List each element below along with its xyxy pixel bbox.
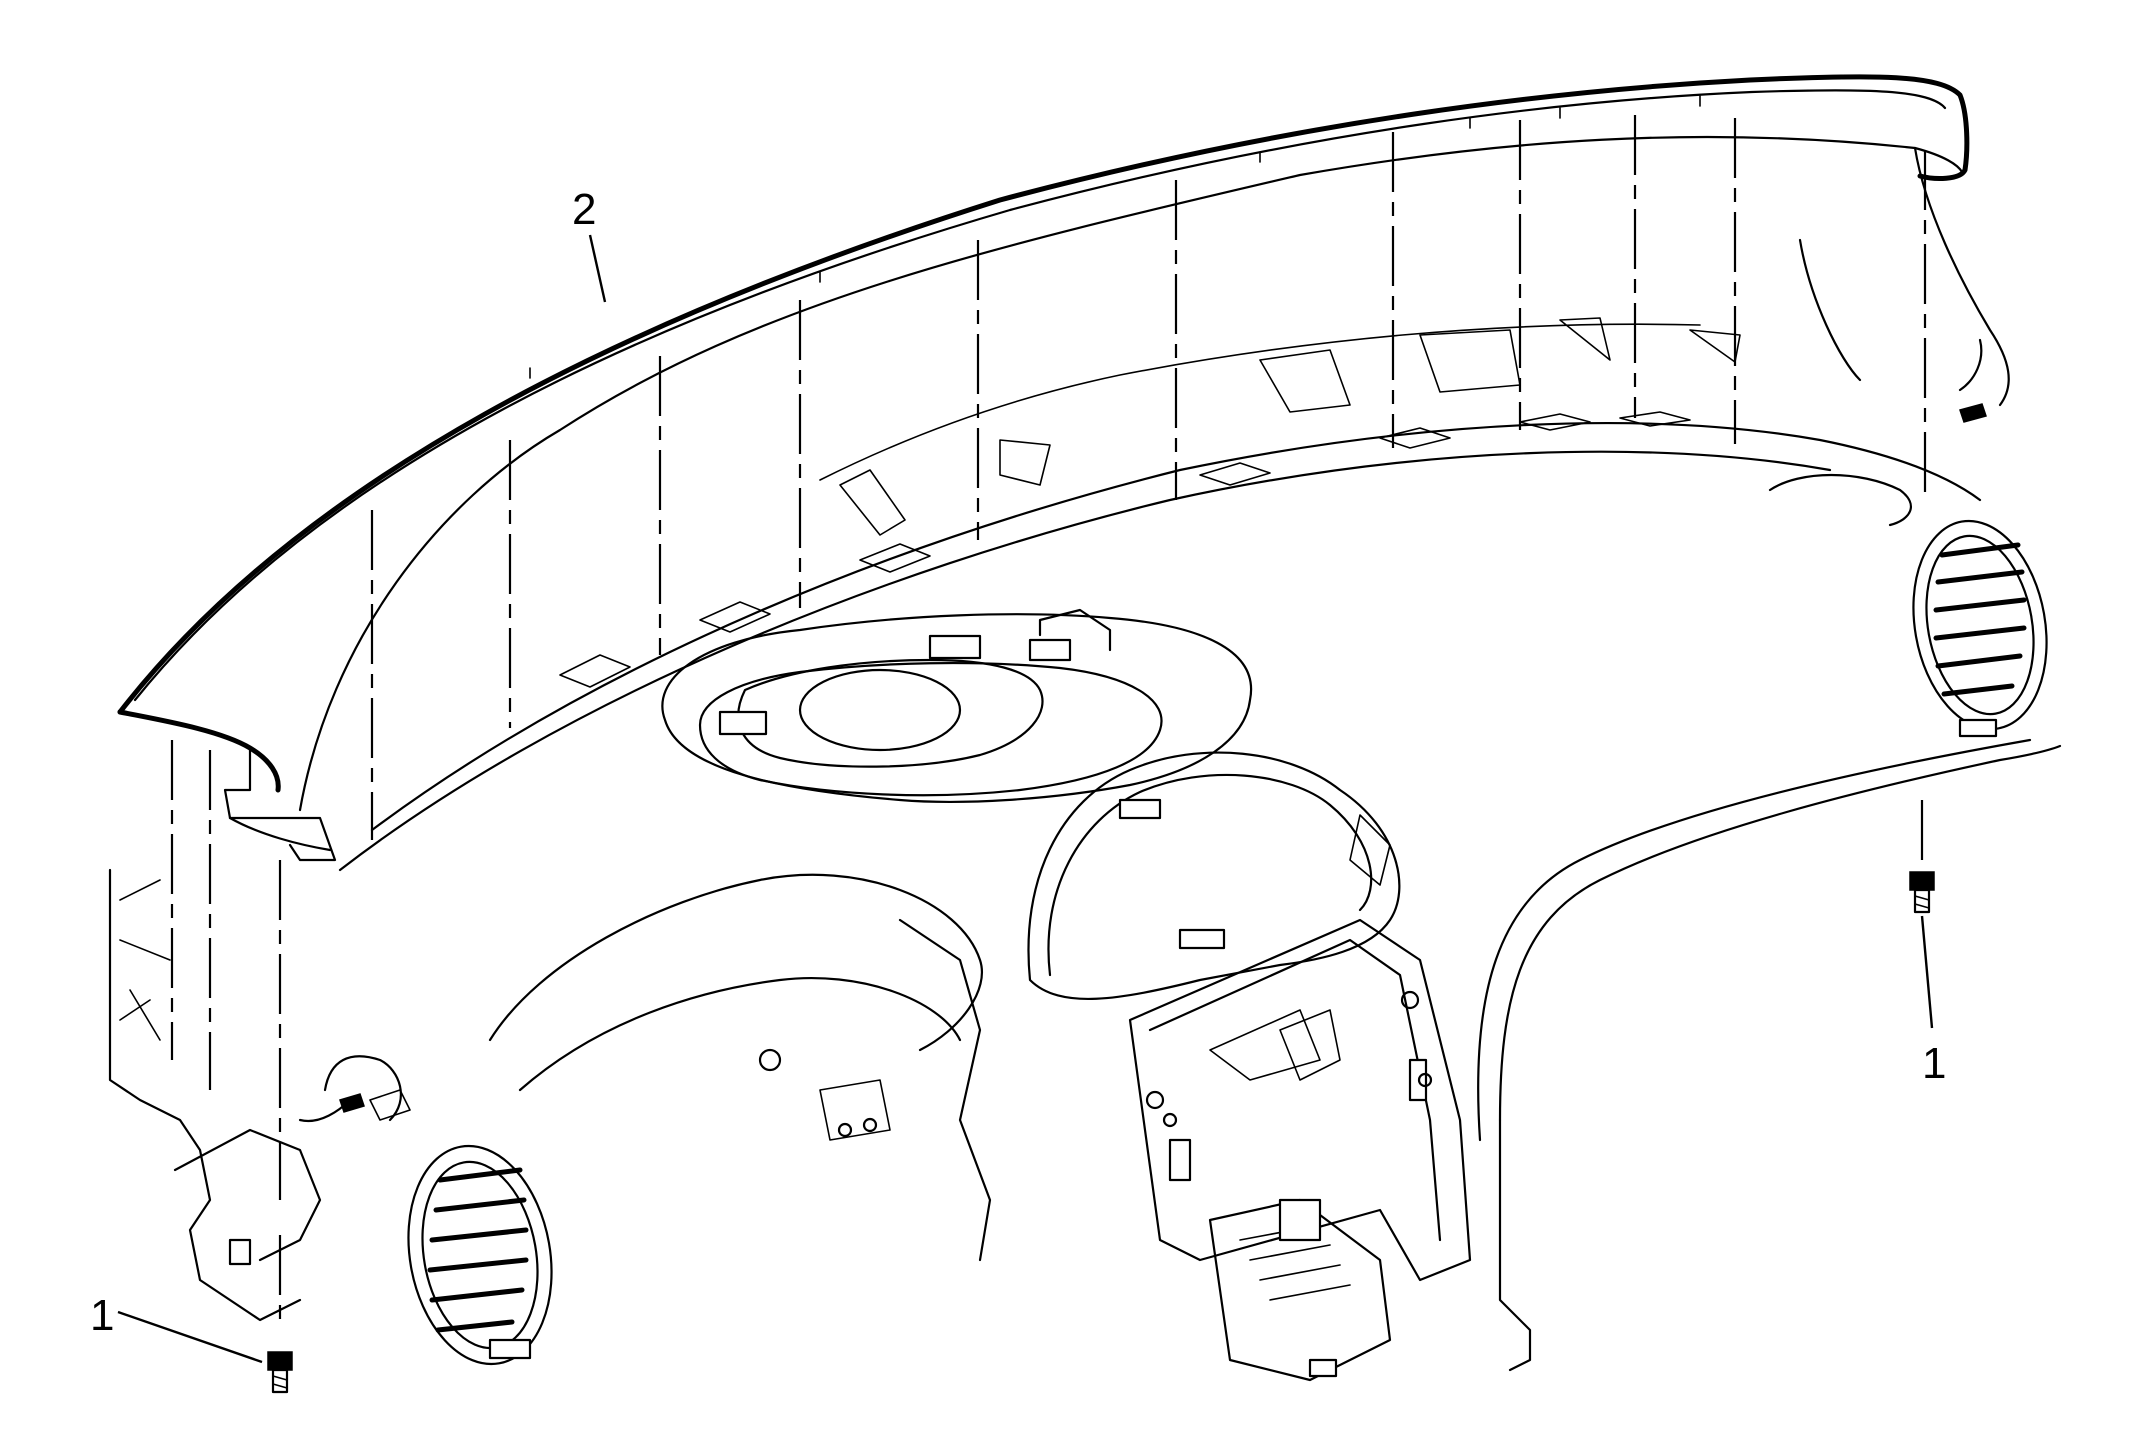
callout-leaders xyxy=(117,234,1934,1364)
instrument-panel-body xyxy=(108,238,2062,1382)
alignment-lines xyxy=(170,115,1927,1320)
fastener-left xyxy=(267,1351,293,1394)
upper-trim-pad xyxy=(117,74,2010,862)
callout-2-upper-trim-pad: 2 xyxy=(572,185,596,234)
callout-1-fastener-right: 1 xyxy=(1922,1039,1946,1088)
callout-1-fastener-left: 1 xyxy=(90,1291,114,1340)
left-air-vent xyxy=(407,1144,553,1366)
right-air-vent xyxy=(1768,473,2048,738)
fastener-right xyxy=(1909,871,1935,914)
